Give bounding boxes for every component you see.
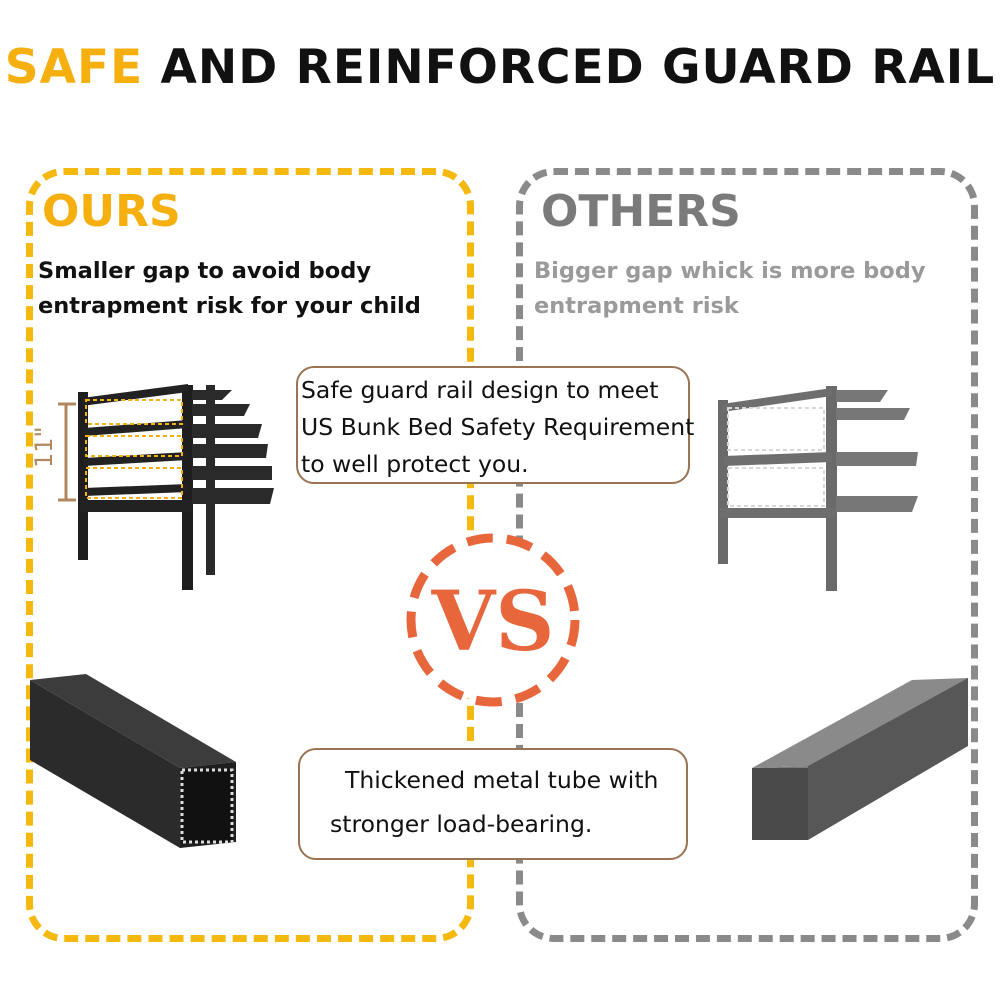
others-heading: OTHERS: [541, 186, 741, 237]
page-title: SAFE AND REINFORCED GUARD RAIL: [0, 40, 1000, 95]
gap-size-label: 11": [30, 426, 58, 468]
tube-callout-line1: Thickened metal tube with: [345, 766, 659, 794]
design-callout: Safe guard rail design to meet US Bunk B…: [296, 366, 694, 484]
others-metal-tube-image: [752, 678, 968, 840]
vs-badge: VS: [406, 533, 580, 707]
vs-label: VS: [431, 574, 555, 670]
ours-description: Smaller gap to avoid body entrapment ris…: [38, 258, 421, 319]
title-accent: SAFE: [4, 40, 144, 95]
tube-callout-line2: stronger load-bearing.: [330, 810, 593, 838]
ours-heading: OURS: [42, 186, 181, 237]
ours-metal-tube-image: [30, 674, 236, 848]
title-rest: AND REINFORCED GUARD RAIL: [143, 40, 996, 95]
ours-guard-rail-image: 11": [30, 384, 274, 590]
tube-callout: Thickened metal tube with stronger load-…: [298, 748, 688, 860]
others-guard-rail-image: [718, 386, 918, 591]
others-description: Bigger gap whick is more body entrapment…: [534, 258, 926, 319]
